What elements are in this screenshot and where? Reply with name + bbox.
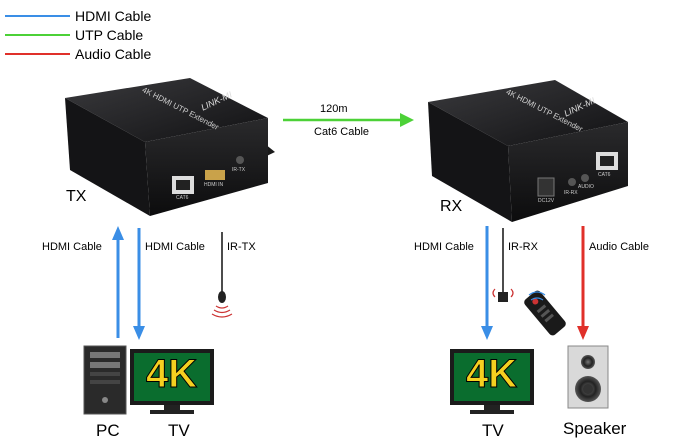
tv-tx-icon (130, 349, 214, 414)
tv-rx-screen-text: 4K (465, 352, 518, 397)
legend-utp-label: UTP Cable (75, 27, 144, 43)
legend-swatches (5, 15, 70, 55)
utp-link-arrow (283, 113, 414, 127)
legend-audio-label: Audio Cable (75, 46, 152, 62)
remote-control-icon (524, 290, 566, 336)
tx-extender-box (65, 78, 275, 216)
rx-hdmi-label: HDMI Cable (414, 241, 474, 253)
rx-extender-box (428, 80, 628, 222)
rx-audio-label: Audio Cable (589, 241, 649, 253)
rx-port-dc12v: DC12V (538, 198, 555, 204)
legend-hdmi-label: HDMI Cable (75, 8, 152, 24)
tx-cables (112, 226, 233, 340)
rx-label: RX (440, 198, 463, 215)
rx-cables (481, 226, 589, 340)
rx-ir-label: IR-RX (508, 241, 538, 253)
tx-port-hdmi-in: HDMI IN (204, 182, 224, 188)
tx-label: TX (66, 188, 87, 205)
speaker-label: Speaker (563, 419, 627, 438)
tv-rx-icon (450, 349, 534, 414)
pc-tower-icon (83, 345, 127, 415)
tv-tx-label: TV (168, 421, 190, 440)
tx-hdmi-down-label: HDMI Cable (145, 241, 205, 253)
pc-label: PC (96, 421, 120, 440)
tx-ir-label: IR-TX (227, 241, 256, 253)
rx-port-cat6: CAT6 (598, 172, 611, 178)
tx-port-ir-tx: IR-TX (232, 167, 246, 173)
tx-hdmi-up-label: HDMI Cable (42, 241, 102, 253)
link-cable-label: Cat6 Cable (314, 126, 370, 138)
tv-rx-label: TV (482, 421, 504, 440)
rx-port-ir-rx: IR-RX (564, 190, 578, 196)
tv-tx-screen-text: 4K (145, 352, 198, 397)
speaker-icon (567, 345, 609, 409)
rx-port-audio: AUDIO (578, 184, 594, 190)
link-distance-label: 120m (320, 103, 348, 115)
tx-port-cat6: CAT6 (176, 195, 189, 201)
